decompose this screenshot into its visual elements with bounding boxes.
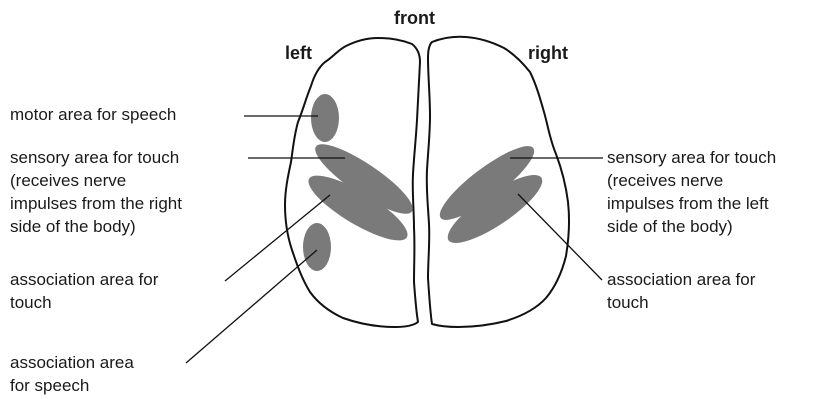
left-association-touch-line-1: association area for (10, 268, 158, 291)
right-sensory-line-1: sensory area for touch (607, 146, 776, 169)
right-association-touch-label: association area for touch (607, 268, 755, 314)
right-sensory-line-2: (receives nerve (607, 169, 776, 192)
left-sensory-touch-label: sensory area for touch (receives nerve i… (10, 146, 182, 238)
right-sensory-touch-label: sensory area for touch (receives nerve i… (607, 146, 776, 238)
association-speech-line-2: for speech (10, 374, 134, 397)
left-sensory-line-2: (receives nerve (10, 169, 182, 192)
right-sensory-line-4: side of the body) (607, 215, 776, 238)
left-label: left (285, 42, 312, 64)
left-association-touch-label: association area for touch (10, 268, 158, 314)
right-association-touch-line-2: touch (607, 291, 755, 314)
left-association-touch-line-2: touch (10, 291, 158, 314)
leader-association-speech (186, 250, 317, 363)
left-sensory-line-1: sensory area for touch (10, 146, 182, 169)
association-speech-line-1: association area (10, 351, 134, 374)
left-sensory-line-4: side of the body) (10, 215, 182, 238)
front-label: front (394, 7, 435, 29)
association-speech-label: association area for speech (10, 351, 134, 397)
right-association-touch-line-1: association area for (607, 268, 755, 291)
left-sensory-line-3: impulses from the right (10, 192, 182, 215)
motor-speech-label: motor area for speech (10, 104, 176, 126)
motor-speech-region (311, 94, 339, 142)
right-label: right (528, 42, 568, 64)
right-sensory-line-3: impulses from the left (607, 192, 776, 215)
association-speech-region (303, 223, 331, 271)
